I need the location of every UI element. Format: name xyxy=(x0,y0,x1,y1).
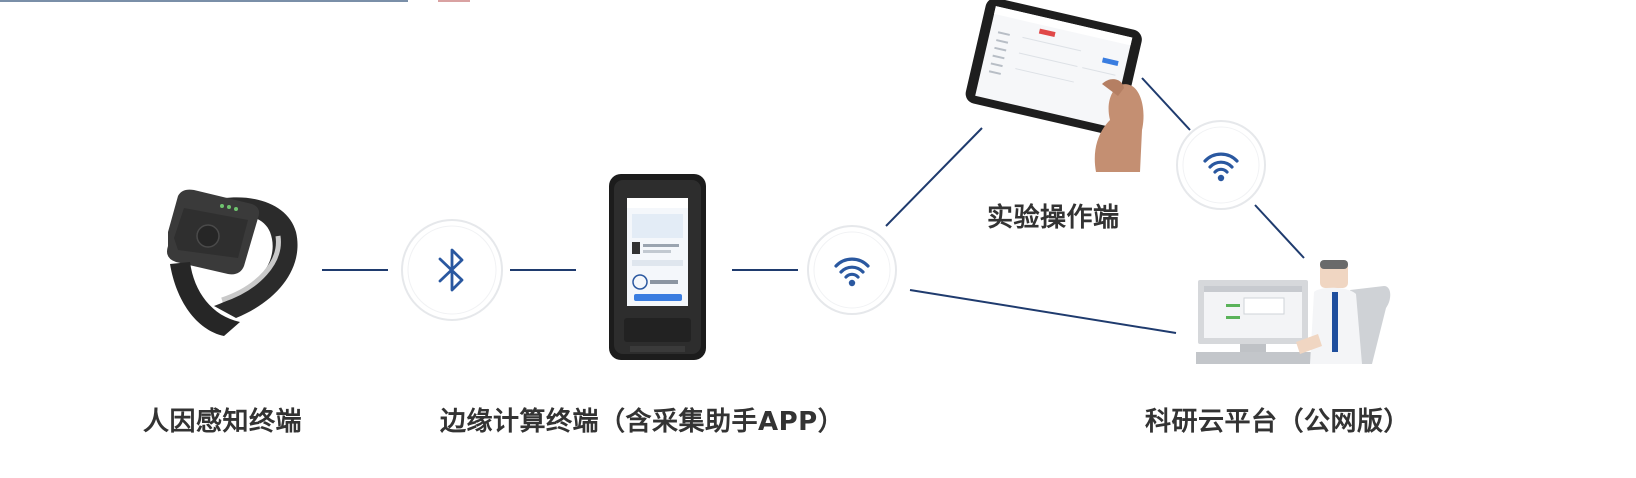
cloud-platform-image xyxy=(1196,260,1391,364)
cloud-platform-label: 科研云平台（公网版） xyxy=(1145,407,1411,437)
connector-wifi-operator xyxy=(885,127,983,227)
connector-wifi-cloud xyxy=(909,289,1177,334)
top-accent-mark xyxy=(438,0,470,2)
edge-terminal-image xyxy=(609,174,706,360)
connector-operator-wifi2 xyxy=(1141,77,1191,131)
wearable-device-image xyxy=(142,175,316,341)
edge-terminal-label: 边缘计算终端（含采集助手APP） xyxy=(440,407,845,437)
wifi-node-edge xyxy=(807,225,897,315)
wifi-icon xyxy=(1203,152,1239,182)
bluetooth-node xyxy=(401,219,503,321)
operator-tablet-image xyxy=(965,0,1144,172)
wifi-icon xyxy=(834,257,870,287)
wearable-label: 人因感知终端 xyxy=(143,407,303,437)
bluetooth-icon xyxy=(438,248,464,292)
top-divider xyxy=(0,0,408,2)
connector-wifi2-cloud xyxy=(1254,204,1305,259)
operator-label: 实验操作端 xyxy=(987,203,1120,233)
wifi-node-cloud xyxy=(1176,120,1266,210)
